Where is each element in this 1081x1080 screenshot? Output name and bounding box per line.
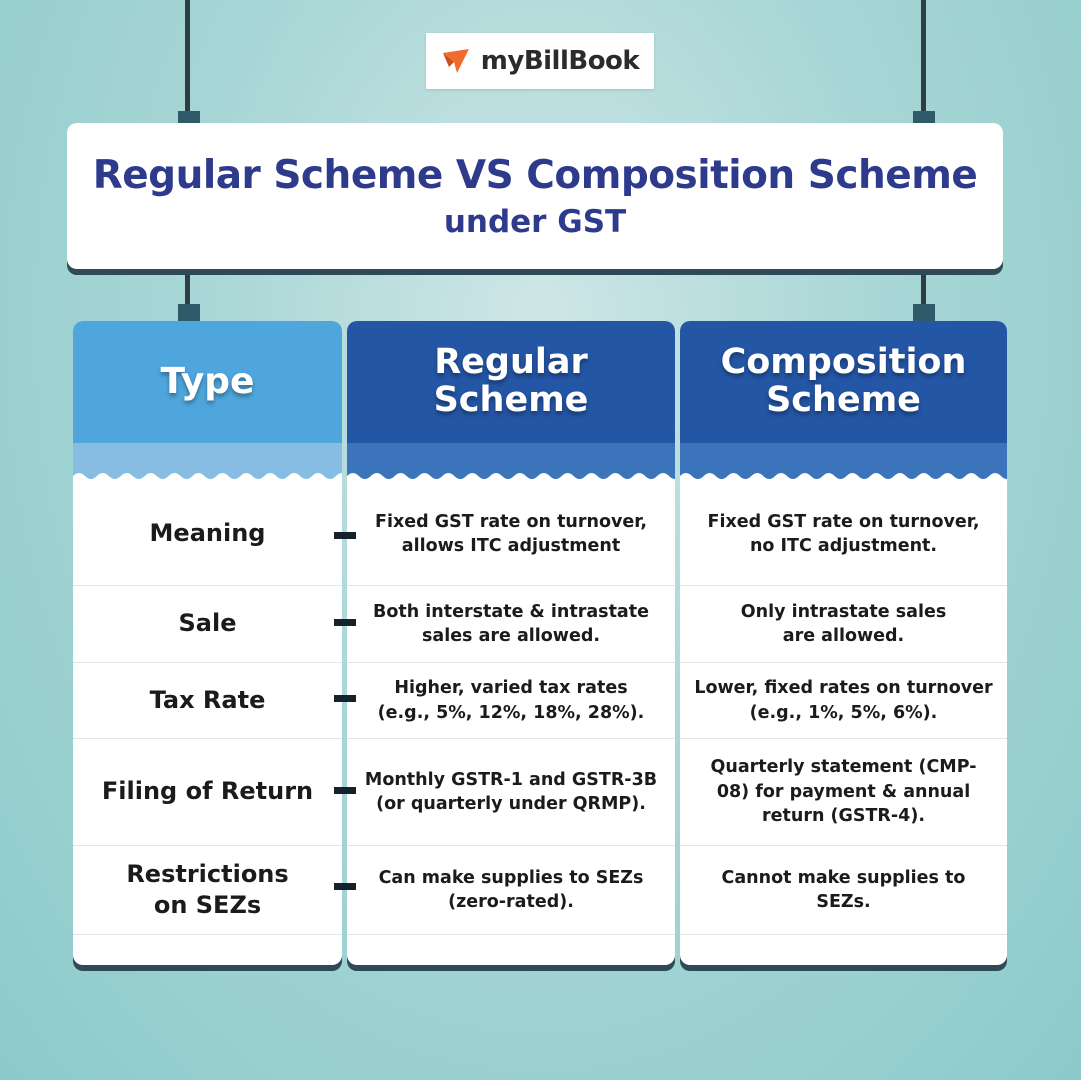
type-cell-filing: Filing of Return [73, 739, 342, 846]
type-cell-tax-rate: Tax Rate [73, 663, 342, 739]
type-label: Tax Rate [149, 685, 266, 714]
header-band [347, 443, 675, 480]
type-label: Restrictions on SEZs [126, 859, 289, 919]
composition-scheme-column: Composition Scheme Fixed GST rate on tur… [680, 321, 1007, 965]
type-label: Sale [178, 609, 237, 638]
hanging-wire-right-top [921, 0, 926, 114]
composition-cell-sale: Only intrastate sales are allowed. [680, 586, 1007, 663]
wave-divider [73, 473, 342, 480]
composition-value: Cannot make supplies to SEZs. [721, 867, 966, 913]
row-connector-dash [334, 787, 356, 794]
regular-cell-filing: Monthly GSTR-1 and GSTR-3B (or quarterly… [347, 739, 675, 846]
type-column: Type Meaning Sale Tax Rate Filing of Ret… [73, 321, 342, 965]
wire-clip [913, 304, 935, 322]
mybillbook-logo-icon [442, 49, 469, 73]
composition-cell-tax-rate: Lower, fixed rates on turnover (e.g., 1%… [680, 663, 1007, 739]
regular-scheme-column: Regular Scheme Fixed GST rate on turnove… [347, 321, 675, 965]
row-connector-dash [334, 883, 356, 890]
header-band [73, 443, 342, 480]
regular-value: Can make supplies to SEZs (zero-rated). [378, 867, 644, 913]
wave-divider [680, 473, 1007, 480]
regular-cell-tax-rate: Higher, varied tax rates (e.g., 5%, 12%,… [347, 663, 675, 739]
hanging-wire-right-mid [921, 272, 926, 306]
composition-scheme-header: Composition Scheme [680, 321, 1007, 443]
wire-clip [178, 304, 200, 322]
type-cell-sez: Restrictions on SEZs [73, 846, 342, 935]
row-connector-dash [334, 532, 356, 539]
hanging-wire-left-mid [185, 272, 190, 306]
page-title: Regular Scheme VS Composition Scheme [92, 153, 978, 198]
regular-value: Fixed GST rate on turnover, allows ITC a… [375, 511, 647, 557]
brand-logo: myBillBook [426, 33, 654, 89]
wave-divider [347, 473, 675, 480]
composition-value: Quarterly statement (CMP-08) for payment… [710, 757, 977, 827]
composition-value: Fixed GST rate on turnover, no ITC adjus… [707, 511, 980, 557]
composition-header-label: Composition Scheme [720, 342, 967, 420]
regular-value: Higher, varied tax rates (e.g., 5%, 12%,… [377, 678, 645, 723]
regular-scheme-header: Regular Scheme [347, 321, 675, 443]
regular-cell-sez: Can make supplies to SEZs (zero-rated). [347, 846, 675, 935]
type-header: Type [73, 321, 342, 443]
composition-cell-sez: Cannot make supplies to SEZs. [680, 846, 1007, 935]
type-cell-sale: Sale [73, 586, 342, 663]
type-label: Meaning [149, 519, 266, 548]
title-card: Regular Scheme VS Composition Scheme und… [67, 123, 1003, 269]
type-label: Filing of Return [101, 777, 314, 806]
composition-cell-meaning: Fixed GST rate on turnover, no ITC adjus… [680, 479, 1007, 586]
type-cell-meaning: Meaning [73, 479, 342, 586]
regular-value: Monthly GSTR-1 and GSTR-3B (or quarterly… [364, 769, 658, 815]
header-band [680, 443, 1007, 480]
composition-value: Only intrastate sales are allowed. [740, 601, 947, 647]
page-subtitle: under GST [443, 204, 627, 240]
hanging-wire-left-top [185, 0, 190, 114]
row-connector-dash [334, 695, 356, 702]
composition-value: Lower, fixed rates on turnover (e.g., 1%… [694, 678, 993, 723]
regular-header-label: Regular Scheme [433, 342, 589, 420]
regular-cell-sale: Both interstate & intrastate sales are a… [347, 586, 675, 663]
regular-cell-meaning: Fixed GST rate on turnover, allows ITC a… [347, 479, 675, 586]
brand-name: myBillBook [480, 46, 640, 76]
composition-cell-filing: Quarterly statement (CMP-08) for payment… [680, 739, 1007, 846]
regular-value: Both interstate & intrastate sales are a… [373, 601, 649, 647]
row-connector-dash [334, 619, 356, 626]
